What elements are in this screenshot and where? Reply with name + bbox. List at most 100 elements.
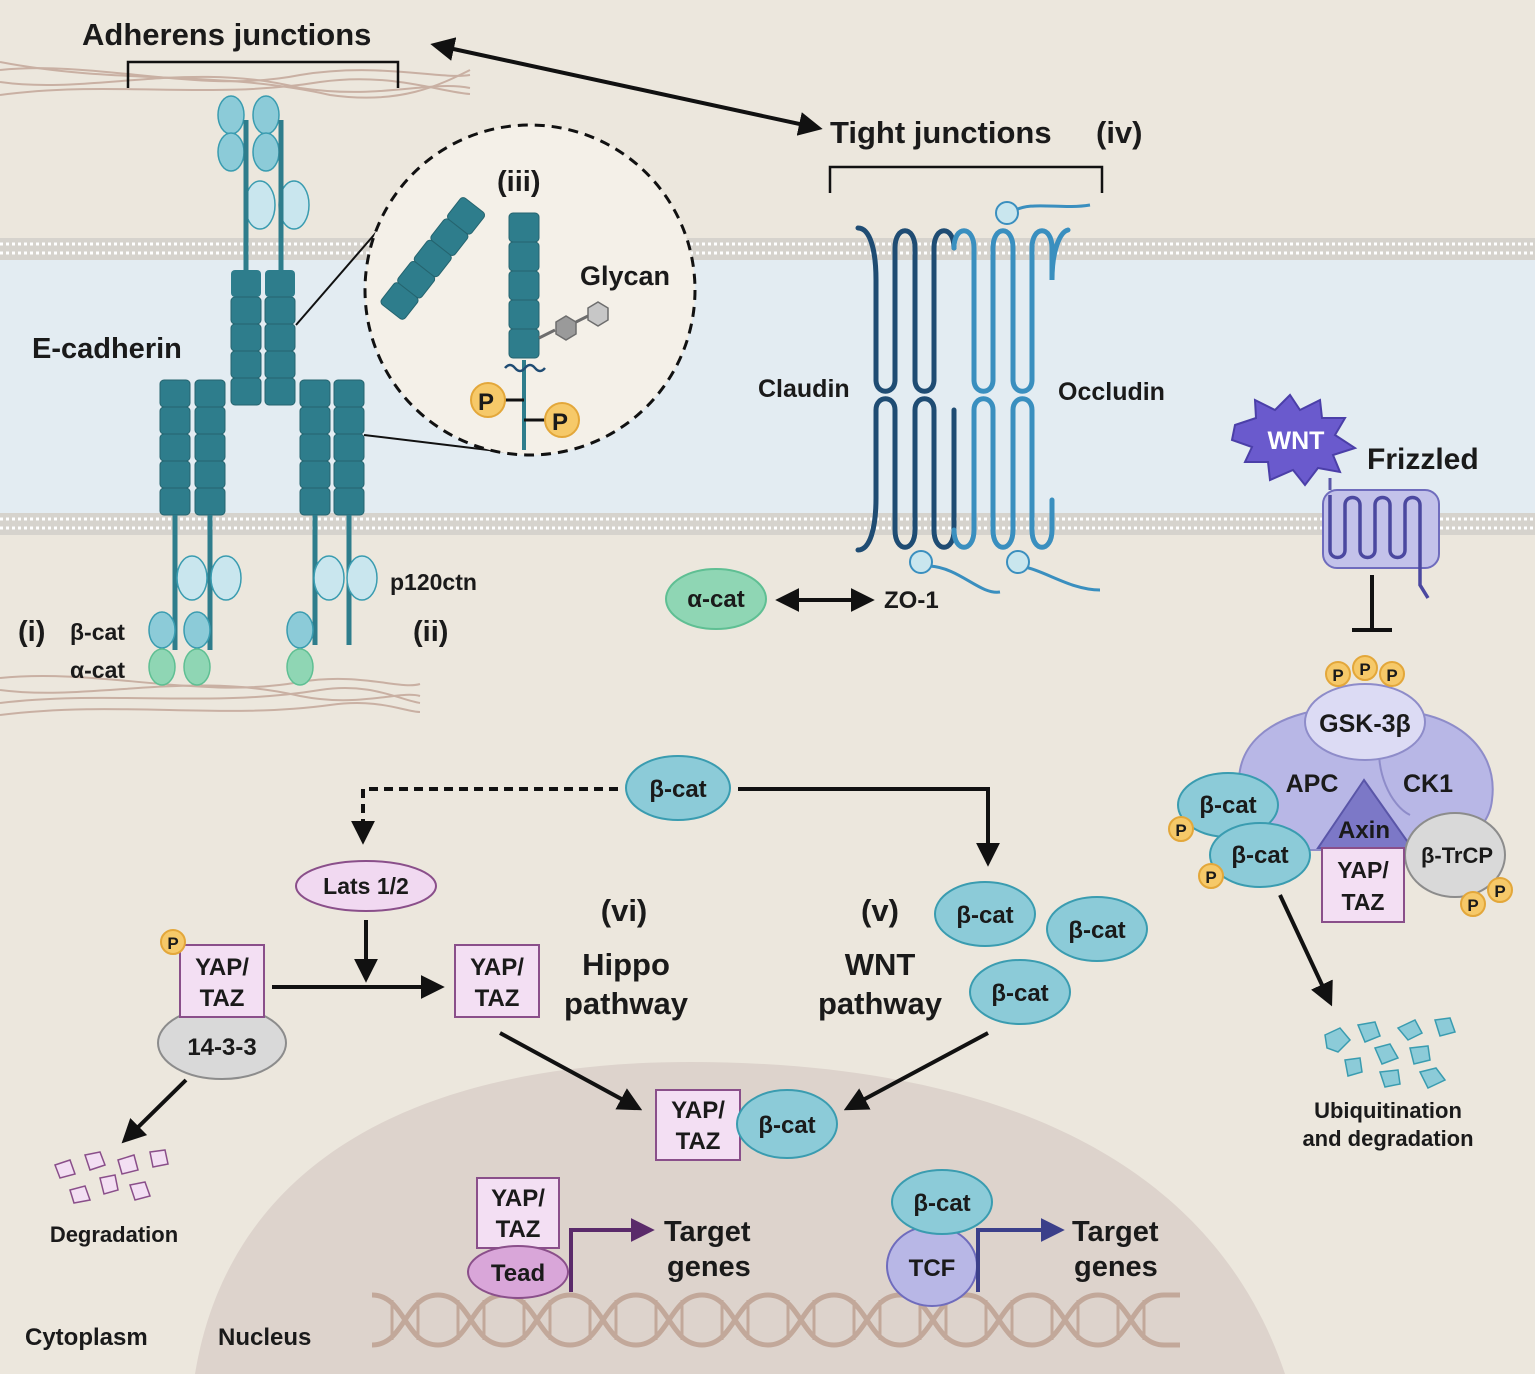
label-btrcp: β-TrCP	[1421, 843, 1493, 868]
tight-junctions-title: Tight junctions	[830, 115, 1052, 150]
label-acat-membrane: α-cat	[70, 657, 125, 683]
label-14-3-3: 14-3-3	[187, 1034, 256, 1061]
label-hippo-2: pathway	[564, 986, 689, 1021]
label-target-2a: Target	[1072, 1216, 1159, 1248]
label-tead: Tead	[491, 1260, 545, 1287]
destruction-complex	[1177, 683, 1506, 923]
tight-bracket	[828, 165, 1104, 193]
label-bcat-central: β-cat	[649, 776, 706, 803]
bcat-accum-3	[969, 959, 1071, 1025]
label-wnt-pathway-2: pathway	[818, 986, 943, 1021]
label-apc: APC	[1286, 770, 1339, 798]
phospho-gsk-2: P	[1359, 660, 1370, 679]
label-num-iv: (iv)	[1096, 115, 1143, 150]
label-num-i: (i)	[18, 616, 45, 648]
label-bcat-complex-2: β-cat	[1231, 842, 1288, 869]
actin-filaments-bottom	[0, 675, 421, 716]
lats-oval	[295, 860, 437, 912]
label-taz-free: TAZ	[475, 985, 520, 1012]
bcat-to-wnt-arrow	[738, 787, 1000, 867]
e-cadherin-complex	[148, 95, 378, 686]
label-frizzled: Frizzled	[1367, 443, 1479, 476]
adherens-bracket	[126, 60, 400, 88]
label-glycan: Glycan	[580, 261, 670, 291]
yap-taz-free	[454, 944, 540, 1018]
label-tcf: TCF	[909, 1255, 956, 1282]
tead-oval	[467, 1245, 569, 1299]
label-lats: Lats 1/2	[323, 873, 409, 899]
label-target-1a: Target	[664, 1216, 751, 1248]
label-cytoplasm: Cytoplasm	[25, 1324, 148, 1351]
adherens-tight-double-arrow	[430, 37, 823, 136]
label-taz-dna: TAZ	[496, 1216, 541, 1243]
label-num-v: (v)	[861, 893, 899, 928]
label-bcat-accum-2: β-cat	[1068, 917, 1125, 944]
phospho-p-zoom-2: P	[552, 409, 568, 436]
phospho-gsk-1: P	[1332, 666, 1343, 685]
label-wnt-pathway-1: WNT	[845, 947, 916, 982]
label-bcat-dna: β-cat	[913, 1190, 970, 1217]
yap-taz-nuclear	[655, 1089, 741, 1161]
adherens-junctions-title: Adherens junctions	[82, 17, 371, 52]
yap-to-degradation-arrow	[121, 1078, 188, 1144]
acat-oval	[665, 568, 767, 630]
frizzled-inhibition	[1352, 575, 1392, 632]
label-target-2b: genes	[1074, 1251, 1158, 1283]
yap-taz-on-dna	[476, 1177, 560, 1249]
label-occludin: Occludin	[1058, 378, 1165, 406]
label-bcat-complex-1: β-cat	[1199, 792, 1256, 819]
label-taz-nuclear: TAZ	[676, 1128, 721, 1155]
label-p120ctn: p120ctn	[390, 569, 477, 595]
yap-to-nucleus-arrow	[499, 1031, 643, 1111]
degradation-fragments	[54, 1149, 169, 1204]
phospho-btrcp-1: P	[1467, 896, 1478, 915]
glycan-chain	[538, 301, 609, 341]
label-zo1: ZO-1	[884, 587, 939, 614]
label-bcat-nuclear: β-cat	[758, 1112, 815, 1139]
bcat-to-lats-dashed-arrow	[351, 787, 618, 845]
label-ubiquitination-1: Ubiquitination	[1314, 1098, 1462, 1123]
yap-taz-phospho	[179, 944, 265, 1018]
bcat-to-nucleus-arrow	[843, 1031, 989, 1111]
label-claudin: Claudin	[758, 375, 850, 403]
claudin-proteins	[855, 225, 1071, 553]
label-num-ii: (ii)	[413, 616, 448, 648]
label-taz-complex: TAZ	[1341, 889, 1384, 915]
label-bcat-accum-1: β-cat	[956, 902, 1013, 929]
phospho-btrcp-2: P	[1494, 882, 1505, 901]
phospho-bcat-2: P	[1205, 868, 1216, 887]
label-wnt: WNT	[1268, 427, 1325, 455]
phospho-gsk-3: P	[1386, 666, 1397, 685]
zoom-line-top	[295, 227, 381, 326]
bcat-accum-2	[1046, 896, 1148, 962]
e-cadherin-label: E-cadherin	[32, 333, 182, 365]
tcf-target-arrow	[976, 1218, 1065, 1292]
bcat-central	[625, 755, 731, 821]
label-axin: Axin	[1338, 817, 1390, 844]
bcat-on-dna	[891, 1169, 993, 1235]
label-hippo-1: Hippo	[582, 947, 670, 982]
phospho-bcat-1: P	[1175, 821, 1186, 840]
nucleus-region	[195, 1062, 1285, 1374]
label-yap-nuclear: YAP/	[671, 1097, 725, 1124]
actin-filaments-top	[0, 61, 471, 99]
label-ubiquitination-2: and degradation	[1302, 1126, 1473, 1151]
label-degradation: Degradation	[50, 1222, 178, 1247]
label-gsk3b: GSK-3β	[1319, 710, 1411, 738]
label-yap-complex: YAP/	[1337, 857, 1389, 883]
ubiquitination-fragments	[1324, 1017, 1456, 1089]
label-num-iii: (iii)	[497, 166, 541, 198]
wnt-ligand	[1230, 393, 1358, 487]
bcat-nuclear	[736, 1089, 838, 1159]
tead-target-arrow	[569, 1218, 655, 1292]
label-bcat-membrane: β-cat	[70, 619, 125, 645]
label-yap-free: YAP/	[470, 954, 524, 981]
dna-rungs	[390, 1300, 1146, 1340]
label-target-1b: genes	[667, 1251, 751, 1283]
phospho-p-zoom-1: P	[478, 389, 494, 416]
bcat-accum-1	[934, 881, 1036, 947]
label-yap-dna: YAP/	[491, 1185, 545, 1212]
label-num-vi: (vi)	[601, 893, 648, 928]
phospho-yap: P	[167, 934, 178, 953]
